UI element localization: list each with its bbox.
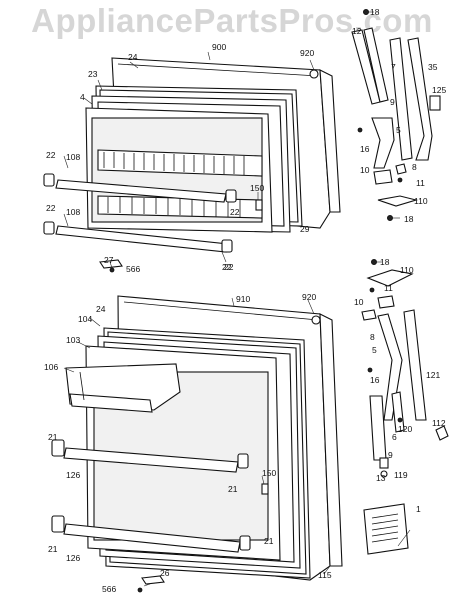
- freezer-door-assembly: [43, 57, 341, 273]
- callout-103: 103: [66, 335, 80, 345]
- callout-115: 115: [318, 570, 332, 580]
- callout-10: 10: [360, 165, 370, 175]
- callout-16-b: 16: [370, 375, 380, 385]
- callout-9-b: 9: [388, 450, 393, 460]
- callout-120: 120: [398, 424, 412, 434]
- callout-7: 7: [391, 62, 396, 72]
- callout-22-a: 22: [46, 150, 56, 160]
- callout-29: 29: [300, 224, 310, 234]
- callout-11: 11: [416, 178, 425, 188]
- callout-5: 5: [396, 125, 401, 135]
- callout-6: 6: [392, 432, 397, 442]
- callout-22-e: 22: [224, 262, 234, 272]
- callout-108-a: 108: [66, 152, 80, 162]
- callout-110-b: 110: [400, 265, 414, 275]
- callout-8: 8: [412, 162, 417, 172]
- callout-108-b: 108: [66, 207, 80, 217]
- callout-920-b: 920: [302, 292, 316, 302]
- callout-119: 119: [394, 470, 408, 480]
- callout-21-c: 21: [48, 544, 58, 554]
- callout-121: 121: [426, 370, 440, 380]
- callout-21-b: 21: [228, 484, 238, 494]
- callout-125: 125: [432, 85, 446, 95]
- callout-22-b: 22: [46, 203, 56, 213]
- callout-18: 18: [370, 7, 380, 17]
- callout-11-b: 11: [384, 283, 393, 293]
- callout-22-d: 22: [222, 262, 232, 272]
- callout-150-a: 150: [250, 183, 264, 193]
- callout-112: 112: [432, 418, 446, 428]
- callout-13: 13: [376, 473, 386, 483]
- callout-910: 910: [236, 294, 250, 304]
- callout-16: 16: [360, 144, 370, 154]
- callout-18-b: 18: [404, 214, 414, 224]
- callout-35: 35: [428, 62, 438, 72]
- callout-106: 106: [44, 362, 58, 372]
- callout-900: 900: [212, 42, 226, 52]
- callout-5-b: 5: [372, 345, 377, 355]
- callout-1: 1: [416, 504, 421, 514]
- callout-4: 4: [80, 92, 85, 102]
- callout-566-a: 566: [126, 264, 140, 274]
- callout-24: 24: [128, 52, 138, 62]
- callout-labels: 18 12 24 900 920 7 35 23 125 4 9 5 16 22…: [44, 7, 446, 594]
- callout-920: 920: [300, 48, 314, 58]
- callout-104: 104: [78, 314, 92, 324]
- callout-8-b: 8: [370, 332, 375, 342]
- callout-18-c: 18: [380, 257, 390, 267]
- callout-21-d: 21: [264, 536, 274, 546]
- callout-22-c: 22: [230, 207, 240, 217]
- fresh-food-door-assembly: [51, 295, 343, 593]
- callout-126-a: 126: [66, 470, 80, 480]
- callout-24-b: 24: [96, 304, 106, 314]
- callout-9: 9: [390, 97, 395, 107]
- callout-23: 23: [88, 69, 98, 79]
- callout-126-b: 126: [66, 553, 80, 563]
- callout-150-b: 150: [262, 468, 276, 478]
- callout-26: 26: [160, 568, 170, 578]
- callout-10-b: 10: [354, 297, 364, 307]
- callout-566-b: 566: [102, 584, 116, 594]
- callout-21-a: 21: [48, 432, 58, 442]
- callout-27: 27: [104, 255, 114, 265]
- freezer-hinge-parts: [351, 8, 441, 221]
- fresh-food-hinge-parts: [361, 258, 449, 555]
- callout-leaders: [63, 11, 411, 587]
- callout-12: 12: [352, 26, 362, 36]
- callout-110: 110: [414, 196, 428, 206]
